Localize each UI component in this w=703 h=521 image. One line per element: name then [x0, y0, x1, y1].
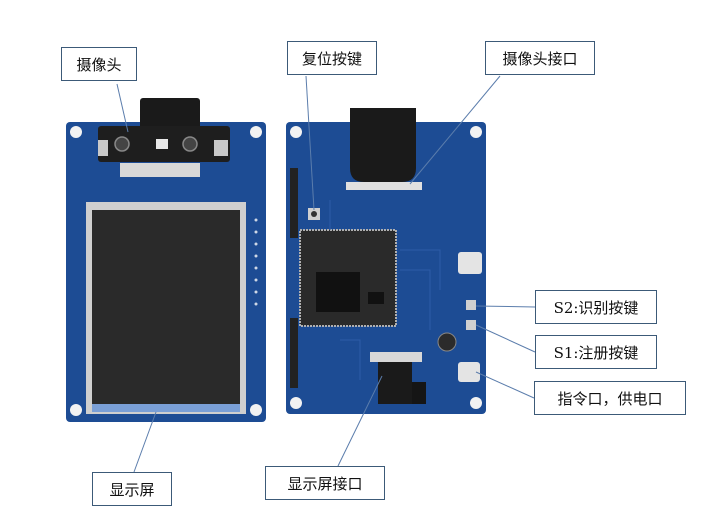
leader-reset: [305, 75, 315, 211]
leader-display-port: [337, 375, 383, 467]
label-command-power-port: 指令口，供电口: [534, 381, 686, 415]
leader-camera: [116, 83, 129, 133]
leader-s1: [475, 324, 536, 353]
label-display: 显示屏: [92, 472, 172, 506]
camera-lens-icon: [182, 136, 198, 152]
camera-connector: [346, 182, 422, 190]
leader-camera-port: [409, 75, 501, 185]
camera-ribbon: [350, 108, 416, 182]
camera-ir-led: [156, 139, 168, 149]
mount-hole: [250, 404, 262, 416]
camera-bracket: [214, 140, 228, 156]
camera-ribbon: [140, 98, 200, 130]
mount-hole: [290, 126, 302, 138]
leader-power: [475, 371, 535, 399]
left-pin-header: [290, 318, 298, 388]
mcu-core: [316, 272, 360, 312]
label-display-port: 显示屏接口: [265, 466, 385, 500]
mount-hole: [70, 126, 82, 138]
display-ribbon: [378, 362, 412, 404]
camera-bracket: [98, 140, 108, 156]
usb-port-icon: [458, 252, 482, 274]
label-camera: 摄像头: [61, 47, 137, 81]
mount-hole: [470, 397, 482, 409]
small-chip: [368, 292, 384, 304]
mount-hole: [290, 397, 302, 409]
display-connector: [370, 352, 422, 362]
reset-button-cap: [311, 211, 317, 217]
label-camera-port: 摄像头接口: [485, 41, 595, 75]
mount-hole: [70, 404, 82, 416]
camera-base: [120, 163, 200, 177]
label-s1-key: S1:注册按键: [535, 335, 657, 369]
mount-hole: [250, 126, 262, 138]
display-screen: [92, 210, 240, 406]
s2-button-icon: [466, 300, 476, 310]
left-pin-header: [290, 168, 298, 238]
label-s2-key: S2:识别按键: [535, 290, 657, 324]
camera-lens-icon: [114, 136, 130, 152]
s1-button-icon: [466, 320, 476, 330]
right-board: [286, 108, 486, 414]
power-port-icon: [458, 362, 480, 382]
mount-hole: [470, 126, 482, 138]
left-board: [66, 98, 266, 422]
leader-display: [133, 411, 157, 473]
display-flex-strip: [92, 404, 240, 412]
leader-s2: [475, 305, 536, 308]
label-reset-key: 复位按键: [287, 41, 377, 75]
capacitor: [437, 332, 457, 352]
pcb-traces: [329, 200, 441, 380]
side-pins: [254, 218, 258, 306]
leader-lines: [116, 75, 536, 473]
